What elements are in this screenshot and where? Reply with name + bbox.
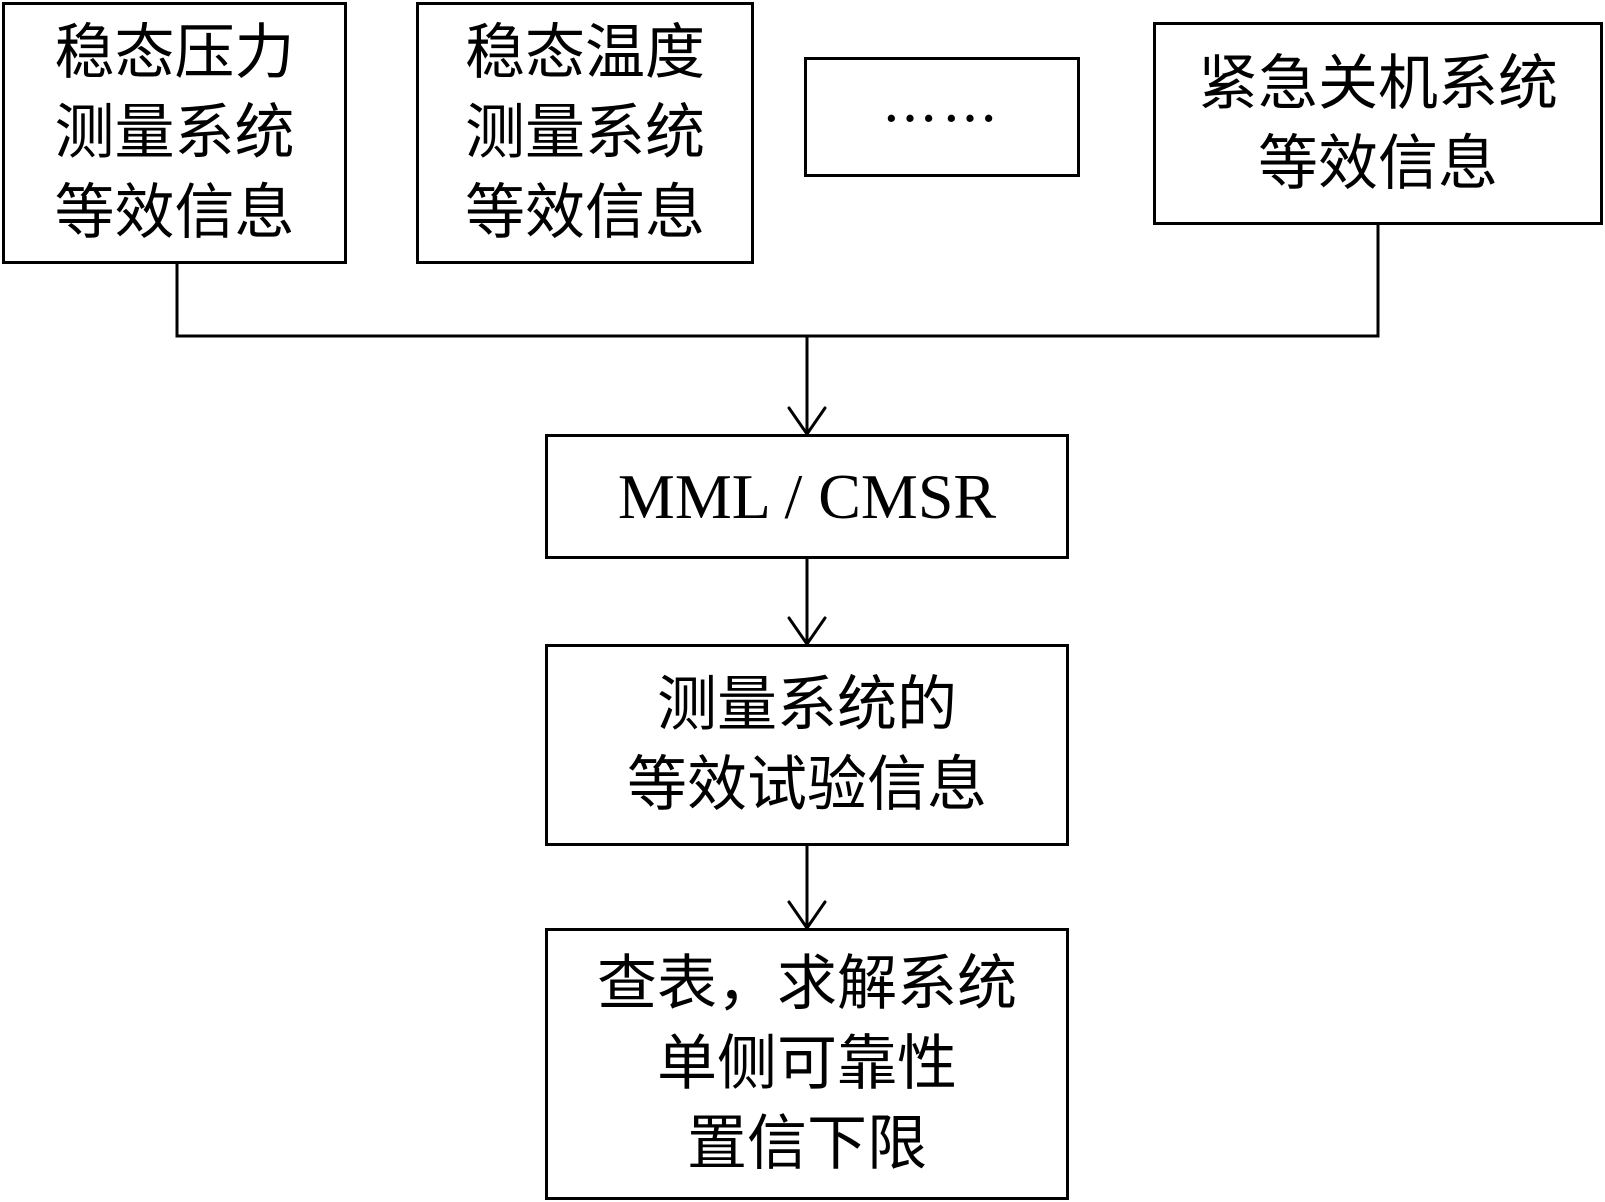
box-reliability-lower-bound-line-3: 置信下限 <box>687 1109 927 1179</box>
box-emergency-shutdown-line-1: 紧急关机系统 <box>1198 48 1558 119</box>
box-equivalent-test-info-line-1: 测量系统的 <box>657 670 957 740</box>
box-steady-pressure-line-1: 稳态压力 <box>54 18 295 88</box>
box-mml-cmsr: MML / CMSR <box>545 434 1069 559</box>
ellipsis-text: …… <box>882 70 1002 135</box>
box-steady-temperature-line-1: 稳态温度 <box>465 18 705 88</box>
box-steady-temperature-line-3: 等效信息 <box>465 178 705 248</box>
box-steady-pressure-line-3: 等效信息 <box>54 178 295 248</box>
box-emergency-shutdown-line-2: 等效信息 <box>1258 128 1498 199</box>
box-ellipsis: …… <box>804 57 1080 177</box>
box-equivalent-test-info-line-2: 等效试验信息 <box>627 750 987 820</box>
box-reliability-lower-bound: 查表，求解系统 单侧可靠性 置信下限 <box>545 928 1069 1200</box>
box-mml-cmsr-text: MML / CMSR <box>617 460 997 532</box>
box-emergency-shutdown: 紧急关机系统 等效信息 <box>1153 22 1603 225</box>
box-steady-temperature-line-2: 测量系统 <box>465 98 705 168</box>
box-steady-pressure-line-2: 测量系统 <box>54 98 295 168</box>
box-reliability-lower-bound-line-1: 查表，求解系统 <box>597 949 1017 1019</box>
box-steady-pressure: 稳态压力 测量系统 等效信息 <box>2 2 347 264</box>
box-reliability-lower-bound-line-2: 单侧可靠性 <box>657 1029 957 1099</box>
box-steady-temperature: 稳态温度 测量系统 等效信息 <box>416 2 754 264</box>
box-equivalent-test-info: 测量系统的 等效试验信息 <box>545 644 1069 846</box>
